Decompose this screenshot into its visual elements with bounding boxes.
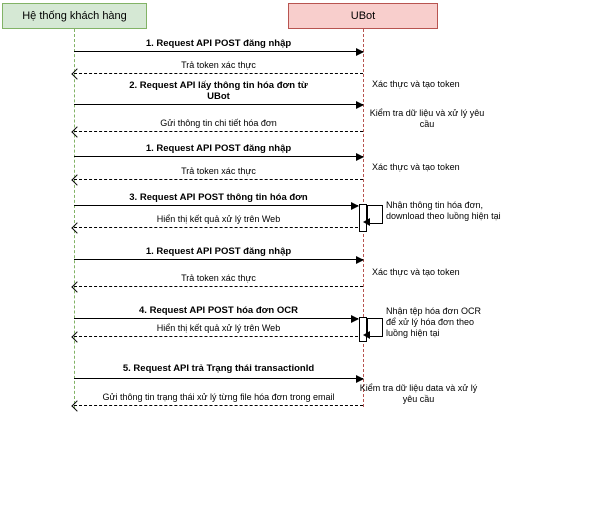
actor-ubot: UBot bbox=[288, 3, 438, 29]
message-return-token-2: Trả token xác thực bbox=[71, 166, 363, 186]
message-return-token-3: Trả token xác thực bbox=[71, 273, 363, 293]
actor-customer-system: Hệ thống khách hàng bbox=[2, 3, 147, 29]
message-1-login-2: 1. Request API POST đăng nhập bbox=[74, 143, 364, 161]
message-3-post-invoice-info: 3. Request API POST thông tin hóa đơn bbox=[74, 192, 363, 210]
arrowhead-left-icon bbox=[363, 218, 370, 226]
note-receive-invoice: Nhận thông tin hóa đơn, download theo lu… bbox=[386, 200, 501, 221]
message-label: 1. Request API POST đăng nhập bbox=[145, 246, 292, 257]
message-label: Trả token xác thực bbox=[181, 166, 256, 176]
message-return-token: Trả token xác thực bbox=[71, 60, 363, 80]
arrow-right bbox=[74, 47, 364, 56]
actor-customer-system-label: Hệ thống khách hàng bbox=[22, 10, 127, 22]
arrow-right bbox=[74, 100, 364, 109]
actor-ubot-label: UBot bbox=[350, 10, 376, 22]
message-label: Hiển thị kết quả xử lý trên Web bbox=[156, 323, 281, 333]
arrow-right bbox=[74, 314, 359, 323]
arrow-left-dashed bbox=[71, 174, 363, 186]
message-label: 2. Request API lấy thông tin hóa đơn từ … bbox=[129, 80, 308, 102]
lifeline-customer-system bbox=[74, 29, 75, 409]
arrow-left-dashed bbox=[71, 281, 363, 293]
arrowhead-right-icon bbox=[356, 100, 364, 109]
arrowhead-right-icon bbox=[356, 152, 364, 161]
message-label: 3. Request API POST thông tin hóa đơn bbox=[129, 192, 308, 203]
arrow-left-dashed bbox=[71, 68, 363, 80]
arrowhead-right-icon bbox=[351, 201, 359, 210]
arrow-right bbox=[74, 374, 364, 383]
message-return-web-result: Hiển thị kết quả xử lý trên Web bbox=[71, 214, 363, 234]
activation-bar bbox=[359, 317, 367, 342]
message-label: Gửi thông tin trạng thái xử lý từng file… bbox=[102, 392, 335, 402]
arrow-right bbox=[74, 201, 359, 210]
note-receive-ocr-file: Nhận tệp hóa đơn OCR để xử lý hóa đơn th… bbox=[386, 306, 481, 338]
message-return-invoice-detail: Gửi thông tin chi tiết hóa đơn bbox=[71, 118, 363, 138]
arrow-left-dashed bbox=[71, 222, 363, 234]
arrow-right bbox=[74, 152, 364, 161]
arrow-left-dashed bbox=[71, 126, 363, 138]
self-call-loop-icon bbox=[367, 318, 383, 337]
message-return-email-status: Gửi thông tin trạng thái xử lý từng file… bbox=[71, 392, 363, 412]
note-auth-token-1: Xác thực và tạo token bbox=[372, 79, 460, 89]
note-check-data-2: Kiểm tra dữ liệu data và xử lý yêu cầu bbox=[359, 383, 478, 404]
arrowhead-right-icon bbox=[351, 314, 359, 323]
message-label: Hiển thị kết quả xử lý trên Web bbox=[156, 214, 281, 224]
arrow-left-dashed bbox=[71, 331, 363, 343]
message-2-get-invoice-info: 2. Request API lấy thông tin hóa đơn từ … bbox=[74, 80, 364, 109]
message-label: Trả token xác thực bbox=[181, 273, 256, 283]
note-auth-token-3: Xác thực và tạo token bbox=[372, 267, 460, 277]
note-check-data-1: Kiểm tra dữ liệu và xử lý yêu cầu bbox=[369, 108, 485, 129]
message-4-post-ocr: 4. Request API POST hóa đơn OCR bbox=[74, 305, 363, 323]
arrowhead-right-icon bbox=[356, 255, 364, 264]
message-label: Trả token xác thực bbox=[181, 60, 256, 70]
message-return-web-result-2: Hiển thị kết quả xử lý trên Web bbox=[71, 323, 363, 343]
message-1-login: 1. Request API POST đăng nhập bbox=[74, 38, 364, 56]
note-auth-token-2: Xác thực và tạo token bbox=[372, 162, 460, 172]
self-call-loop-icon bbox=[367, 205, 383, 224]
message-5-transaction-status: 5. Request API trả Trạng thái transactio… bbox=[74, 363, 364, 383]
message-label: 5. Request API trả Trạng thái transactio… bbox=[122, 363, 315, 374]
arrowhead-left-icon bbox=[363, 331, 370, 339]
arrowhead-right-icon bbox=[356, 47, 364, 56]
message-label: 4. Request API POST hóa đơn OCR bbox=[139, 305, 298, 316]
message-label: 1. Request API POST đăng nhập bbox=[145, 38, 292, 49]
message-1-login-3: 1. Request API POST đăng nhập bbox=[74, 246, 364, 264]
message-label: 1. Request API POST đăng nhập bbox=[145, 143, 292, 154]
message-label: Gửi thông tin chi tiết hóa đơn bbox=[160, 118, 277, 128]
arrowhead-right-icon bbox=[356, 374, 364, 383]
arrow-left-dashed bbox=[71, 400, 363, 412]
arrow-right bbox=[74, 255, 364, 264]
